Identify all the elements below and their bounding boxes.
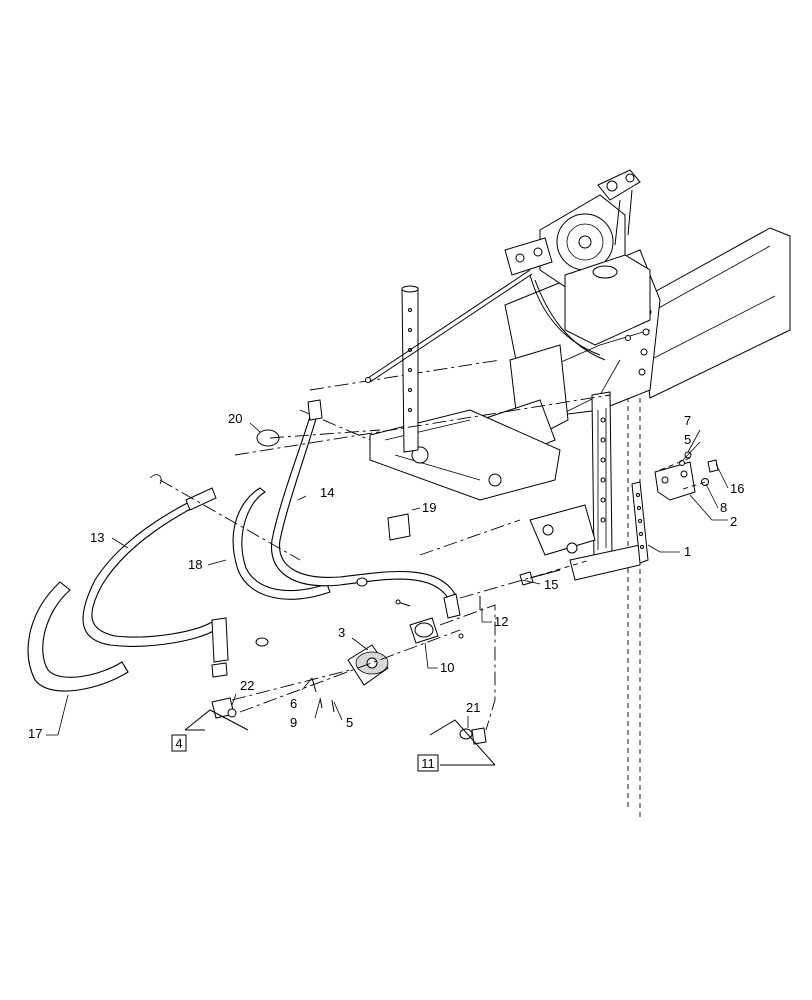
callout-3: 3 xyxy=(338,625,345,640)
callout-5a: 5 xyxy=(684,432,691,447)
callout-14: 14 xyxy=(320,485,334,500)
reference-box-4 xyxy=(171,734,187,752)
callout-15: 15 xyxy=(544,577,558,592)
callout-16: 16 xyxy=(730,481,744,496)
reference-box-11-label: 11 xyxy=(421,756,435,771)
callout-21: 21 xyxy=(466,700,480,715)
callout-22: 22 xyxy=(240,678,254,693)
callout-20: 20 xyxy=(228,411,242,426)
bracket-parts xyxy=(519,451,719,586)
callout-1: 1 xyxy=(684,544,691,559)
machine-frame xyxy=(299,169,791,820)
callout-2: 2 xyxy=(730,514,737,529)
callout-12: 12 xyxy=(494,614,508,629)
callout-6: 6 xyxy=(290,696,297,711)
callout-leaders xyxy=(46,422,729,736)
callout-5b: 5 xyxy=(346,715,353,730)
callout-17: 17 xyxy=(28,726,42,741)
callout-19: 19 xyxy=(422,500,436,515)
hose-assemblies xyxy=(27,399,461,692)
reference-box-11-group: 11 xyxy=(417,719,496,772)
callout-labels: 1 2 3 5 5 6 7 8 9 10 12 13 14 15 16 17 1… xyxy=(28,411,744,741)
reference-lines xyxy=(234,394,611,599)
callout-7: 7 xyxy=(684,413,691,428)
reference-box-4-group: 4 xyxy=(171,709,249,752)
callout-13: 13 xyxy=(90,530,104,545)
callout-8: 8 xyxy=(720,500,727,515)
callout-18: 18 xyxy=(188,557,202,572)
callout-9: 9 xyxy=(290,715,297,730)
stand-holes xyxy=(600,417,606,523)
callout-10: 10 xyxy=(440,660,454,675)
reference-box-4-label: 4 xyxy=(175,736,182,751)
reference-box-11 xyxy=(417,754,439,772)
pump-assembly xyxy=(159,479,496,745)
